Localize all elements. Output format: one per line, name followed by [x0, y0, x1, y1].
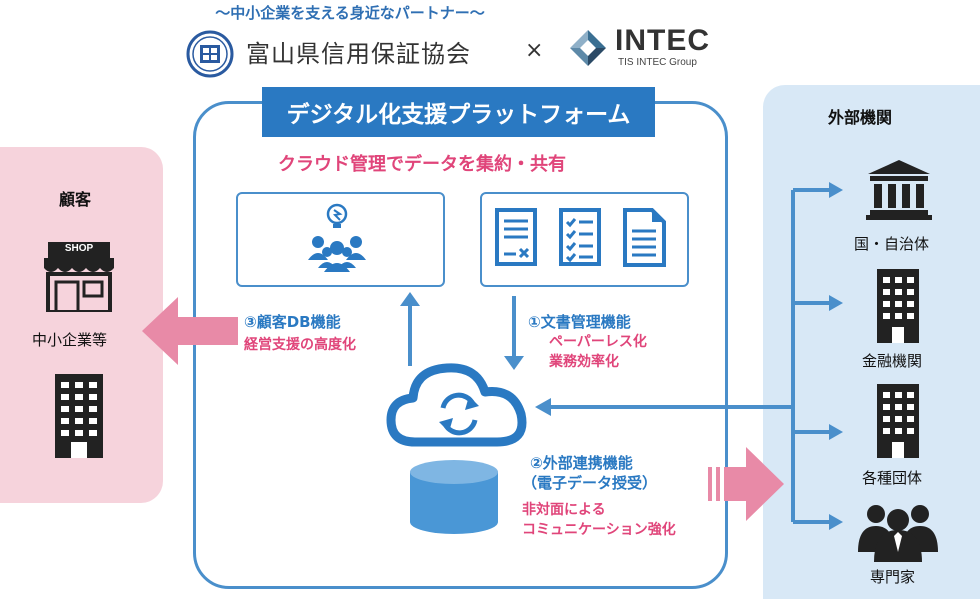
professionals-icon	[858, 505, 938, 562]
bank-building-icon	[877, 269, 919, 343]
arrow-external-to-cloud	[535, 398, 791, 416]
organization-building-icon	[877, 384, 919, 458]
arrow-up-to-crm	[400, 292, 420, 366]
arrow-down-from-doc	[504, 296, 524, 370]
intec-logo-mark	[570, 30, 606, 66]
platform-subtitle: クラウド管理でデータを集約・共有	[278, 154, 566, 175]
external-item-finance: 金融機関	[862, 352, 923, 370]
crm-function-title: ③顧客DB機能	[244, 313, 341, 331]
ext-function-title2: （電子データ授受）	[522, 474, 658, 492]
text-document-icon	[623, 208, 666, 267]
customer-label: 中小企業等	[32, 331, 108, 349]
ext-function-desc-1: 非対面による	[522, 502, 606, 518]
intec-group-label: TIS INTEC Group	[618, 57, 697, 68]
shop-sign-text: SHOP	[64, 243, 94, 254]
customer-heading: 顧客	[59, 190, 92, 209]
external-item-organizations: 各種団体	[862, 469, 923, 487]
arrow-to-customer	[142, 297, 238, 365]
external-heading: 外部機関	[828, 108, 893, 127]
shinpo-seal-logo	[186, 30, 234, 78]
ext-function-desc-2: コミュニケーション強化	[522, 522, 676, 538]
doc-function-title: ①文書管理機能	[528, 313, 631, 331]
checklist-icon	[559, 208, 601, 266]
external-connector	[791, 182, 843, 530]
doc-function-desc-1: ペーパーレス化	[549, 334, 647, 350]
shop-icon	[42, 240, 116, 314]
intec-name: INTEC	[615, 24, 710, 57]
external-item-government: 国・自治体	[854, 235, 930, 253]
external-item-professionals: 専門家	[870, 568, 916, 586]
government-icon	[866, 160, 932, 220]
ext-function-title: ②外部連携機能	[530, 454, 633, 472]
doc-function-desc-2: 業務効率化	[549, 354, 619, 370]
partner-name: 富山県信用保証協会	[246, 40, 471, 68]
people-idea-icon	[308, 203, 366, 272]
arrow-to-external	[708, 447, 784, 521]
database-icon	[410, 460, 498, 534]
tagline: 〜中小企業を支える身近なパートナー〜	[215, 4, 485, 22]
cloud-sync-icon	[386, 363, 527, 447]
platform-title: デジタル化支援プラットフォーム	[262, 87, 655, 137]
document-icon	[495, 208, 537, 266]
times-sign: ×	[525, 38, 544, 63]
office-building-icon	[55, 374, 103, 458]
crm-function-desc: 経営支援の高度化	[244, 337, 356, 353]
